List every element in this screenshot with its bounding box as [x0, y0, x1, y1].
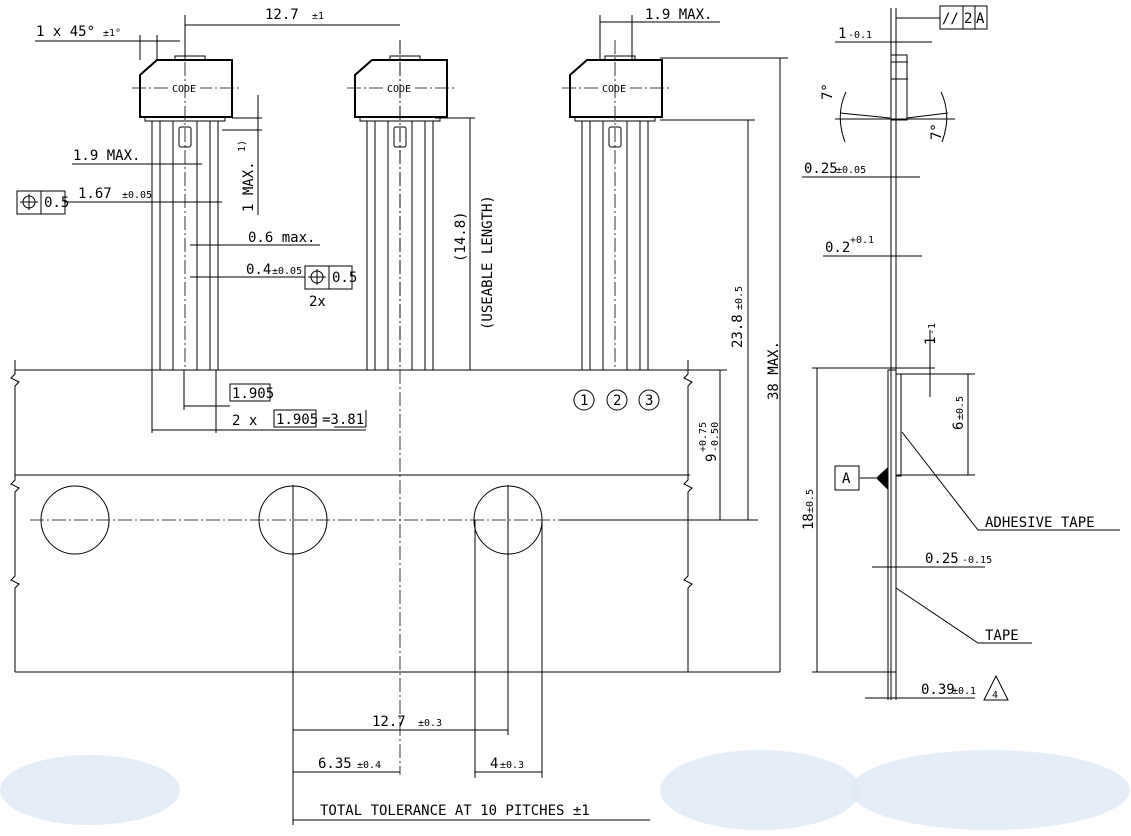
- svg-text:TAPE: TAPE: [985, 628, 1019, 644]
- tape-front-view: [10, 40, 780, 825]
- svg-text:±0.05: ±0.05: [272, 266, 302, 277]
- svg-text:1.9 MAX.: 1.9 MAX.: [73, 148, 140, 164]
- transistor-component: CODE: [347, 40, 455, 370]
- components: CODE CODE CODE: [132, 40, 670, 370]
- svg-text:A: A: [976, 11, 985, 27]
- svg-text:6.35: 6.35: [318, 756, 352, 772]
- svg-text:-1: -1: [927, 323, 938, 335]
- svg-text:0.5: 0.5: [44, 195, 69, 211]
- code-label: CODE: [172, 84, 196, 95]
- svg-text:1.67: 1.67: [78, 186, 112, 202]
- svg-text:0.6 max.: 0.6 max.: [248, 230, 315, 246]
- sprocket-hole: [40, 485, 110, 555]
- svg-text:2: 2: [613, 393, 621, 409]
- svg-text:7°: 7°: [929, 123, 945, 140]
- svg-text:-0.1: -0.1: [848, 30, 872, 41]
- svg-text:0.2: 0.2: [825, 240, 850, 256]
- svg-text:ADHESIVE TAPE: ADHESIVE TAPE: [985, 515, 1095, 531]
- svg-text:1 MAX.: 1 MAX.: [241, 161, 257, 212]
- svg-text:±0.3: ±0.3: [418, 718, 442, 729]
- svg-text:23.8: 23.8: [730, 314, 746, 348]
- svg-text:4: 4: [490, 756, 498, 772]
- svg-text:±0.5: ±0.5: [955, 396, 966, 420]
- svg-text:±0.05: ±0.05: [122, 190, 152, 201]
- svg-text:38 MAX.: 38 MAX.: [766, 341, 782, 400]
- dim-width-max: 1.9 MAX.: [645, 7, 712, 23]
- svg-text:+0.1: +0.1: [850, 235, 874, 246]
- svg-text:1.905: 1.905: [276, 412, 318, 428]
- svg-text:9: 9: [704, 454, 720, 462]
- svg-text:0.25: 0.25: [925, 551, 959, 567]
- svg-text:0.4: 0.4: [246, 262, 271, 278]
- adhesive-tape: [895, 373, 902, 477]
- svg-text:0.25: 0.25: [804, 161, 838, 177]
- svg-text:7°: 7°: [820, 83, 836, 100]
- pin-numbers: 1 2 3: [573, 389, 660, 411]
- dim-pitch-top: 12.7: [265, 7, 299, 23]
- svg-text:±1: ±1: [312, 11, 324, 22]
- svg-text:1: 1: [838, 26, 846, 42]
- dimensions-front: 12.7 ±1 1 x 45° ±1° 1.9 MAX. 1.9 MAX. 1.…: [16, 7, 788, 821]
- svg-text:A: A: [842, 471, 851, 487]
- transistor-component: CODE: [132, 40, 240, 370]
- svg-text:±0.5: ±0.5: [734, 286, 745, 310]
- side-view: // 2 A 1 -0.1 7° 7° 0.25 ±0.05 0.2 +0.1 …: [801, 5, 1120, 701]
- svg-text:±0.05: ±0.05: [836, 165, 866, 176]
- code-label: CODE: [387, 84, 411, 95]
- svg-text:(USEABLE LENGTH): (USEABLE LENGTH): [480, 195, 496, 330]
- svg-text://: //: [942, 11, 959, 27]
- svg-text:±0.4: ±0.4: [357, 760, 381, 771]
- svg-text:2x: 2x: [309, 294, 326, 310]
- svg-text:(14.8): (14.8): [453, 211, 469, 262]
- transistor-component: CODE: [562, 40, 670, 370]
- svg-text:0.5: 0.5: [332, 270, 357, 286]
- scan-artifacts: [0, 750, 1130, 830]
- svg-text:2 x: 2 x: [232, 413, 257, 429]
- svg-text:1.905: 1.905: [232, 386, 274, 402]
- svg-text:12.7: 12.7: [372, 714, 406, 730]
- total-tolerance-note: TOTAL TOLERANCE AT 10 PITCHES ±1: [320, 803, 590, 819]
- svg-text:-0.50: -0.50: [710, 422, 721, 452]
- svg-text:2: 2: [964, 11, 972, 27]
- svg-text:+0.75: +0.75: [698, 422, 709, 452]
- svg-text:±0.3: ±0.3: [500, 760, 524, 771]
- svg-text:0.39: 0.39: [921, 682, 955, 698]
- svg-text:±0.5: ±0.5: [805, 489, 816, 513]
- svg-text:18: 18: [801, 513, 817, 530]
- svg-text:±0.1: ±0.1: [952, 686, 976, 697]
- svg-text:-0.15: -0.15: [962, 555, 992, 566]
- svg-text:=3.81: =3.81: [322, 412, 364, 428]
- dim-chamfer: 1 x 45°: [36, 24, 95, 40]
- svg-text:1: 1: [580, 393, 588, 409]
- code-label: CODE: [602, 84, 626, 95]
- svg-text:6: 6: [951, 422, 967, 430]
- tape: [887, 369, 897, 673]
- svg-text:1: 1: [923, 337, 939, 345]
- svg-text:4: 4: [992, 690, 998, 701]
- svg-text:1): 1): [237, 140, 248, 152]
- svg-text:±1°: ±1°: [103, 28, 121, 39]
- svg-text:3: 3: [645, 393, 653, 409]
